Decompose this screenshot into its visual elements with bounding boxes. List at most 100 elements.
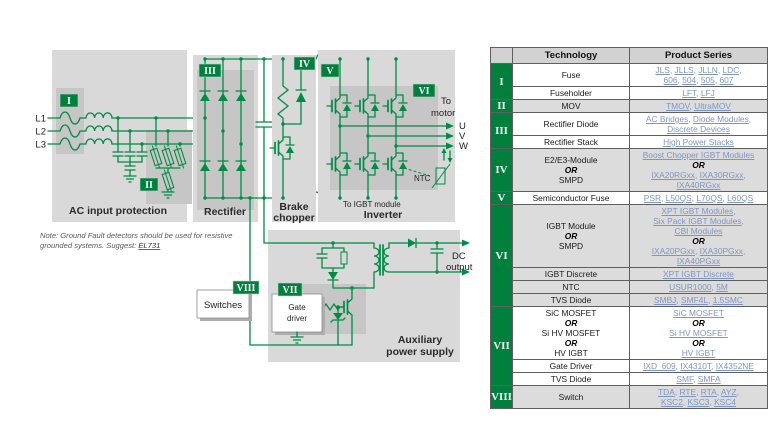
svg-text:VII: VII (282, 285, 297, 296)
product-link[interactable]: AC Bridges (645, 114, 689, 124)
product-link[interactable]: 504 (682, 75, 697, 85)
product-link[interactable]: KSC2 (661, 397, 683, 407)
technology-cell: Rectifier Diode (512, 112, 630, 136)
product-link[interactable]: JLLS (674, 65, 694, 75)
product-link[interactable]: IX4352NE (715, 361, 754, 371)
inverter-section: To motor U V W NTC To IGBT module Invert… (318, 50, 468, 222)
product-series-header: Product Series (629, 47, 768, 64)
technology-cell: Rectifier Stack (512, 135, 630, 149)
group-numeral-IV: IV (490, 148, 513, 192)
product-link[interactable]: SMF4L (681, 295, 709, 305)
technology-header: Technology (512, 47, 630, 64)
dc-output-label-line2: output (446, 262, 473, 273)
product-cell: High Power Stacks (629, 135, 768, 149)
product-link[interactable]: LFT (682, 88, 697, 98)
product-link[interactable]: L50QS (665, 193, 692, 203)
switches-box: Switches (196, 289, 252, 321)
product-link[interactable]: IX4310T (680, 361, 712, 371)
product-link[interactable]: USUR1000 (669, 282, 712, 292)
gate-driver-box: Gate driver (271, 293, 325, 344)
product-link[interactable]: CBI Modules (674, 226, 723, 236)
technology-cell: Gate Driver (512, 359, 630, 373)
technology-cell: IGBT Discrete (512, 267, 630, 281)
product-link[interactable]: IXA30PGxx (699, 246, 743, 256)
phase-label-l1: L1 (35, 114, 46, 125)
product-link[interactable]: 607 (719, 75, 734, 85)
product-link[interactable]: L60QS (727, 193, 754, 203)
product-link[interactable]: 606 (663, 75, 678, 85)
product-cell: TMOV, UltraMOV (629, 99, 768, 113)
product-link[interactable]: Diode Modules (692, 114, 749, 124)
product-link[interactable]: TMOV (666, 101, 690, 111)
to-motor-label-line1: To (441, 96, 451, 107)
product-link[interactable]: Discrete Devices (667, 124, 730, 134)
line-inductors (85, 112, 242, 145)
product-link[interactable]: High Power Stacks (663, 137, 734, 147)
product-link[interactable]: KSC3 (687, 397, 710, 407)
product-link[interactable]: IXA40RGxx (676, 180, 721, 190)
product-link[interactable]: Boost Chopper IGBT Modules (642, 150, 755, 160)
output-label-u: U (459, 121, 466, 132)
product-link[interactable]: JLLN (698, 65, 718, 75)
product-link[interactable]: KSC4 (714, 397, 736, 407)
gate-driver-label-line2: driver (287, 314, 307, 323)
svg-text:VI: VI (418, 86, 429, 97)
product-link[interactable]: JLS (655, 65, 670, 75)
group-numeral-VII: VII (490, 306, 513, 386)
product-link[interactable]: Si HV MOSFET (669, 328, 728, 338)
product-link[interactable]: IXA20PGxx (651, 246, 695, 256)
product-link[interactable]: LFJ (700, 88, 715, 98)
product-link[interactable]: 1.5SMC (712, 295, 743, 305)
product-link[interactable]: IXA40PGxx (676, 256, 721, 266)
product-link[interactable]: Six Pack IGBT Modules (653, 216, 742, 226)
fuse-symbols (47, 111, 87, 151)
product-link[interactable]: IXD_609 (643, 361, 676, 371)
group-numeral-I: I (490, 63, 513, 100)
product-link[interactable]: IXA20RGxx (651, 170, 695, 180)
el731-link[interactable]: EL731 (138, 241, 160, 250)
svg-text:V: V (326, 66, 334, 77)
technology-cell: TVS Diode (512, 372, 630, 386)
svg-text:I: I (67, 96, 71, 107)
output-rectifier (408, 237, 470, 276)
product-link[interactable]: HV IGBT (681, 348, 716, 358)
product-cell: LFT, LFJ (629, 86, 768, 100)
svg-text:III: III (204, 66, 216, 77)
product-link[interactable]: SMFA (697, 374, 721, 384)
product-link[interactable]: UltraMOV (694, 101, 731, 111)
product-link[interactable]: XPT IGBT Discrete (663, 269, 734, 279)
product-link[interactable]: RTA (700, 387, 717, 397)
ground-symbol (290, 331, 304, 344)
svg-text:II: II (145, 180, 153, 191)
product-link[interactable]: 505 (700, 75, 715, 85)
product-cell: IXD_609, IX4310T, IX4352NE (629, 359, 768, 373)
product-link[interactable]: TDA (658, 387, 675, 397)
product-link[interactable]: AYZ (720, 387, 737, 397)
product-link[interactable]: L70QS (696, 193, 723, 203)
brake-resistor (276, 58, 290, 125)
product-link[interactable]: RTE (679, 387, 697, 397)
product-link[interactable]: SMF (676, 374, 694, 384)
output-label-w: W (459, 141, 468, 152)
product-link[interactable]: PSR (643, 193, 662, 203)
product-link[interactable]: IXA30RGxx (699, 170, 744, 180)
table-corner-cell (490, 47, 513, 64)
product-cell: TDA, RTE, RTA, AYZ,KSC2, KSC3, KSC4 (629, 385, 768, 409)
product-link[interactable]: SMBJ (654, 295, 677, 305)
note-line2: grounded systems. Suggest: EL731 (40, 241, 160, 250)
product-link[interactable]: LDC (722, 65, 740, 75)
product-link[interactable]: XPT IGBT Modules (661, 206, 734, 216)
product-link[interactable]: 5M (716, 282, 728, 292)
group-numeral-VIII: VIII (490, 385, 513, 409)
product-link[interactable]: SiC MOSFET (673, 308, 724, 318)
